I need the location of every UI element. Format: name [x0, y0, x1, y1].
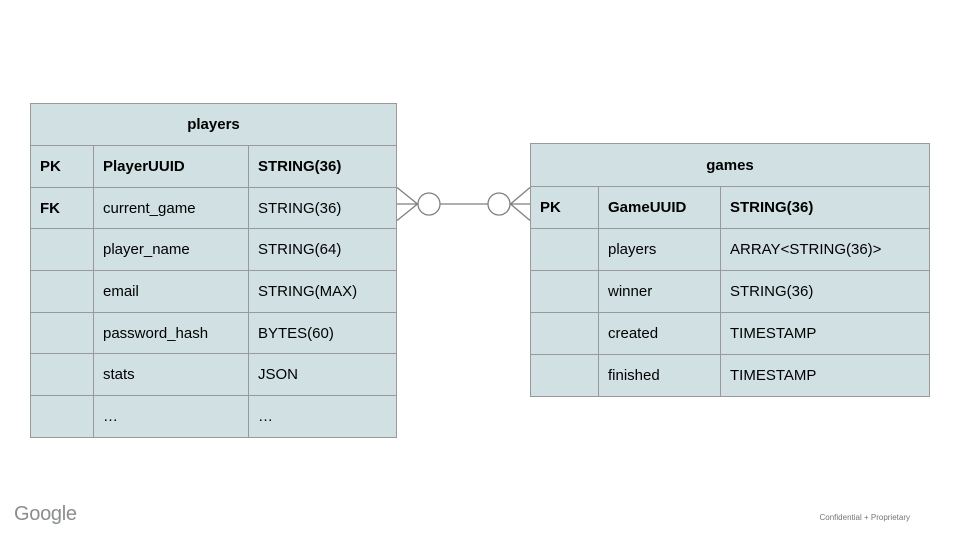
- confidential-label: Confidential + Proprietary: [819, 513, 911, 522]
- field-name-cell: current_game: [93, 187, 248, 229]
- key-cell: PK: [540, 199, 561, 216]
- table-row: player_name STRING(64): [31, 228, 397, 271]
- table-row: email STRING(MAX): [31, 270, 396, 312]
- key-cell: FK: [40, 199, 60, 217]
- field-name-cell: GameUUID: [598, 187, 720, 228]
- field-type-cell: STRING(MAX): [248, 271, 397, 312]
- field-name-cell: player_name: [93, 229, 248, 271]
- field-type-cell: TIMESTAMP: [720, 313, 929, 354]
- field-type-cell: STRING(36): [720, 187, 929, 228]
- field-name-cell: stats: [93, 354, 248, 396]
- key-cell: PK: [40, 157, 61, 175]
- field-name-cell: PlayerUUID: [93, 146, 248, 187]
- field-name-cell: password_hash: [93, 312, 248, 354]
- table-row: winner STRING(36): [531, 270, 929, 312]
- field-name-cell: …: [93, 396, 248, 437]
- table-row: stats JSON: [31, 353, 397, 396]
- key-cell: [31, 396, 93, 437]
- field-type-cell: …: [248, 396, 397, 437]
- table-row: password_hash BYTES(60): [31, 311, 397, 354]
- google-logo: Google: [14, 503, 77, 525]
- players-table: players PK PlayerUUID STRING(36) FK curr…: [30, 103, 397, 438]
- field-name-cell: created: [598, 313, 720, 354]
- field-name-cell: winner: [598, 271, 720, 312]
- table-row: created TIMESTAMP: [531, 312, 929, 354]
- field-type-cell: STRING(64): [248, 229, 397, 271]
- key-cell: [31, 271, 93, 312]
- players-table-title: players: [187, 116, 240, 133]
- field-type-cell: STRING(36): [248, 187, 397, 229]
- zero-cardinality-left-icon: [417, 192, 441, 216]
- field-name-cell: email: [93, 271, 248, 312]
- field-type-cell: ARRAY<STRING(36)>: [720, 229, 929, 270]
- field-type-cell: TIMESTAMP: [720, 355, 929, 396]
- field-name-cell: players: [598, 229, 720, 270]
- table-row: PK GameUUID STRING(36): [531, 186, 929, 228]
- field-type-cell: BYTES(60): [248, 312, 397, 354]
- key-cell: [531, 355, 598, 396]
- zero-cardinality-right-icon: [487, 192, 511, 216]
- table-row: … …: [31, 395, 396, 437]
- table-row: finished TIMESTAMP: [531, 354, 929, 396]
- key-cell: [31, 229, 93, 270]
- table-row: FK current_game STRING(36): [31, 186, 397, 229]
- field-type-cell: STRING(36): [248, 146, 397, 187]
- relationship-connector: [396, 186, 531, 222]
- games-table: games PK GameUUID STRING(36) players ARR…: [530, 143, 930, 397]
- table-row: players ARRAY<STRING(36)>: [531, 228, 929, 270]
- table-row: PK PlayerUUID STRING(36): [31, 145, 396, 187]
- field-type-cell: JSON: [248, 354, 397, 396]
- key-cell: [31, 354, 93, 395]
- field-name-cell: finished: [598, 355, 720, 396]
- key-cell: [531, 229, 598, 270]
- key-cell: [31, 313, 93, 354]
- key-cell: [531, 313, 598, 354]
- field-type-cell: STRING(36): [720, 271, 929, 312]
- crow-foot-many-left-icon: [396, 186, 418, 222]
- crow-foot-many-right-icon: [510, 187, 531, 221]
- games-table-title: games: [706, 156, 754, 174]
- key-cell: [531, 271, 598, 312]
